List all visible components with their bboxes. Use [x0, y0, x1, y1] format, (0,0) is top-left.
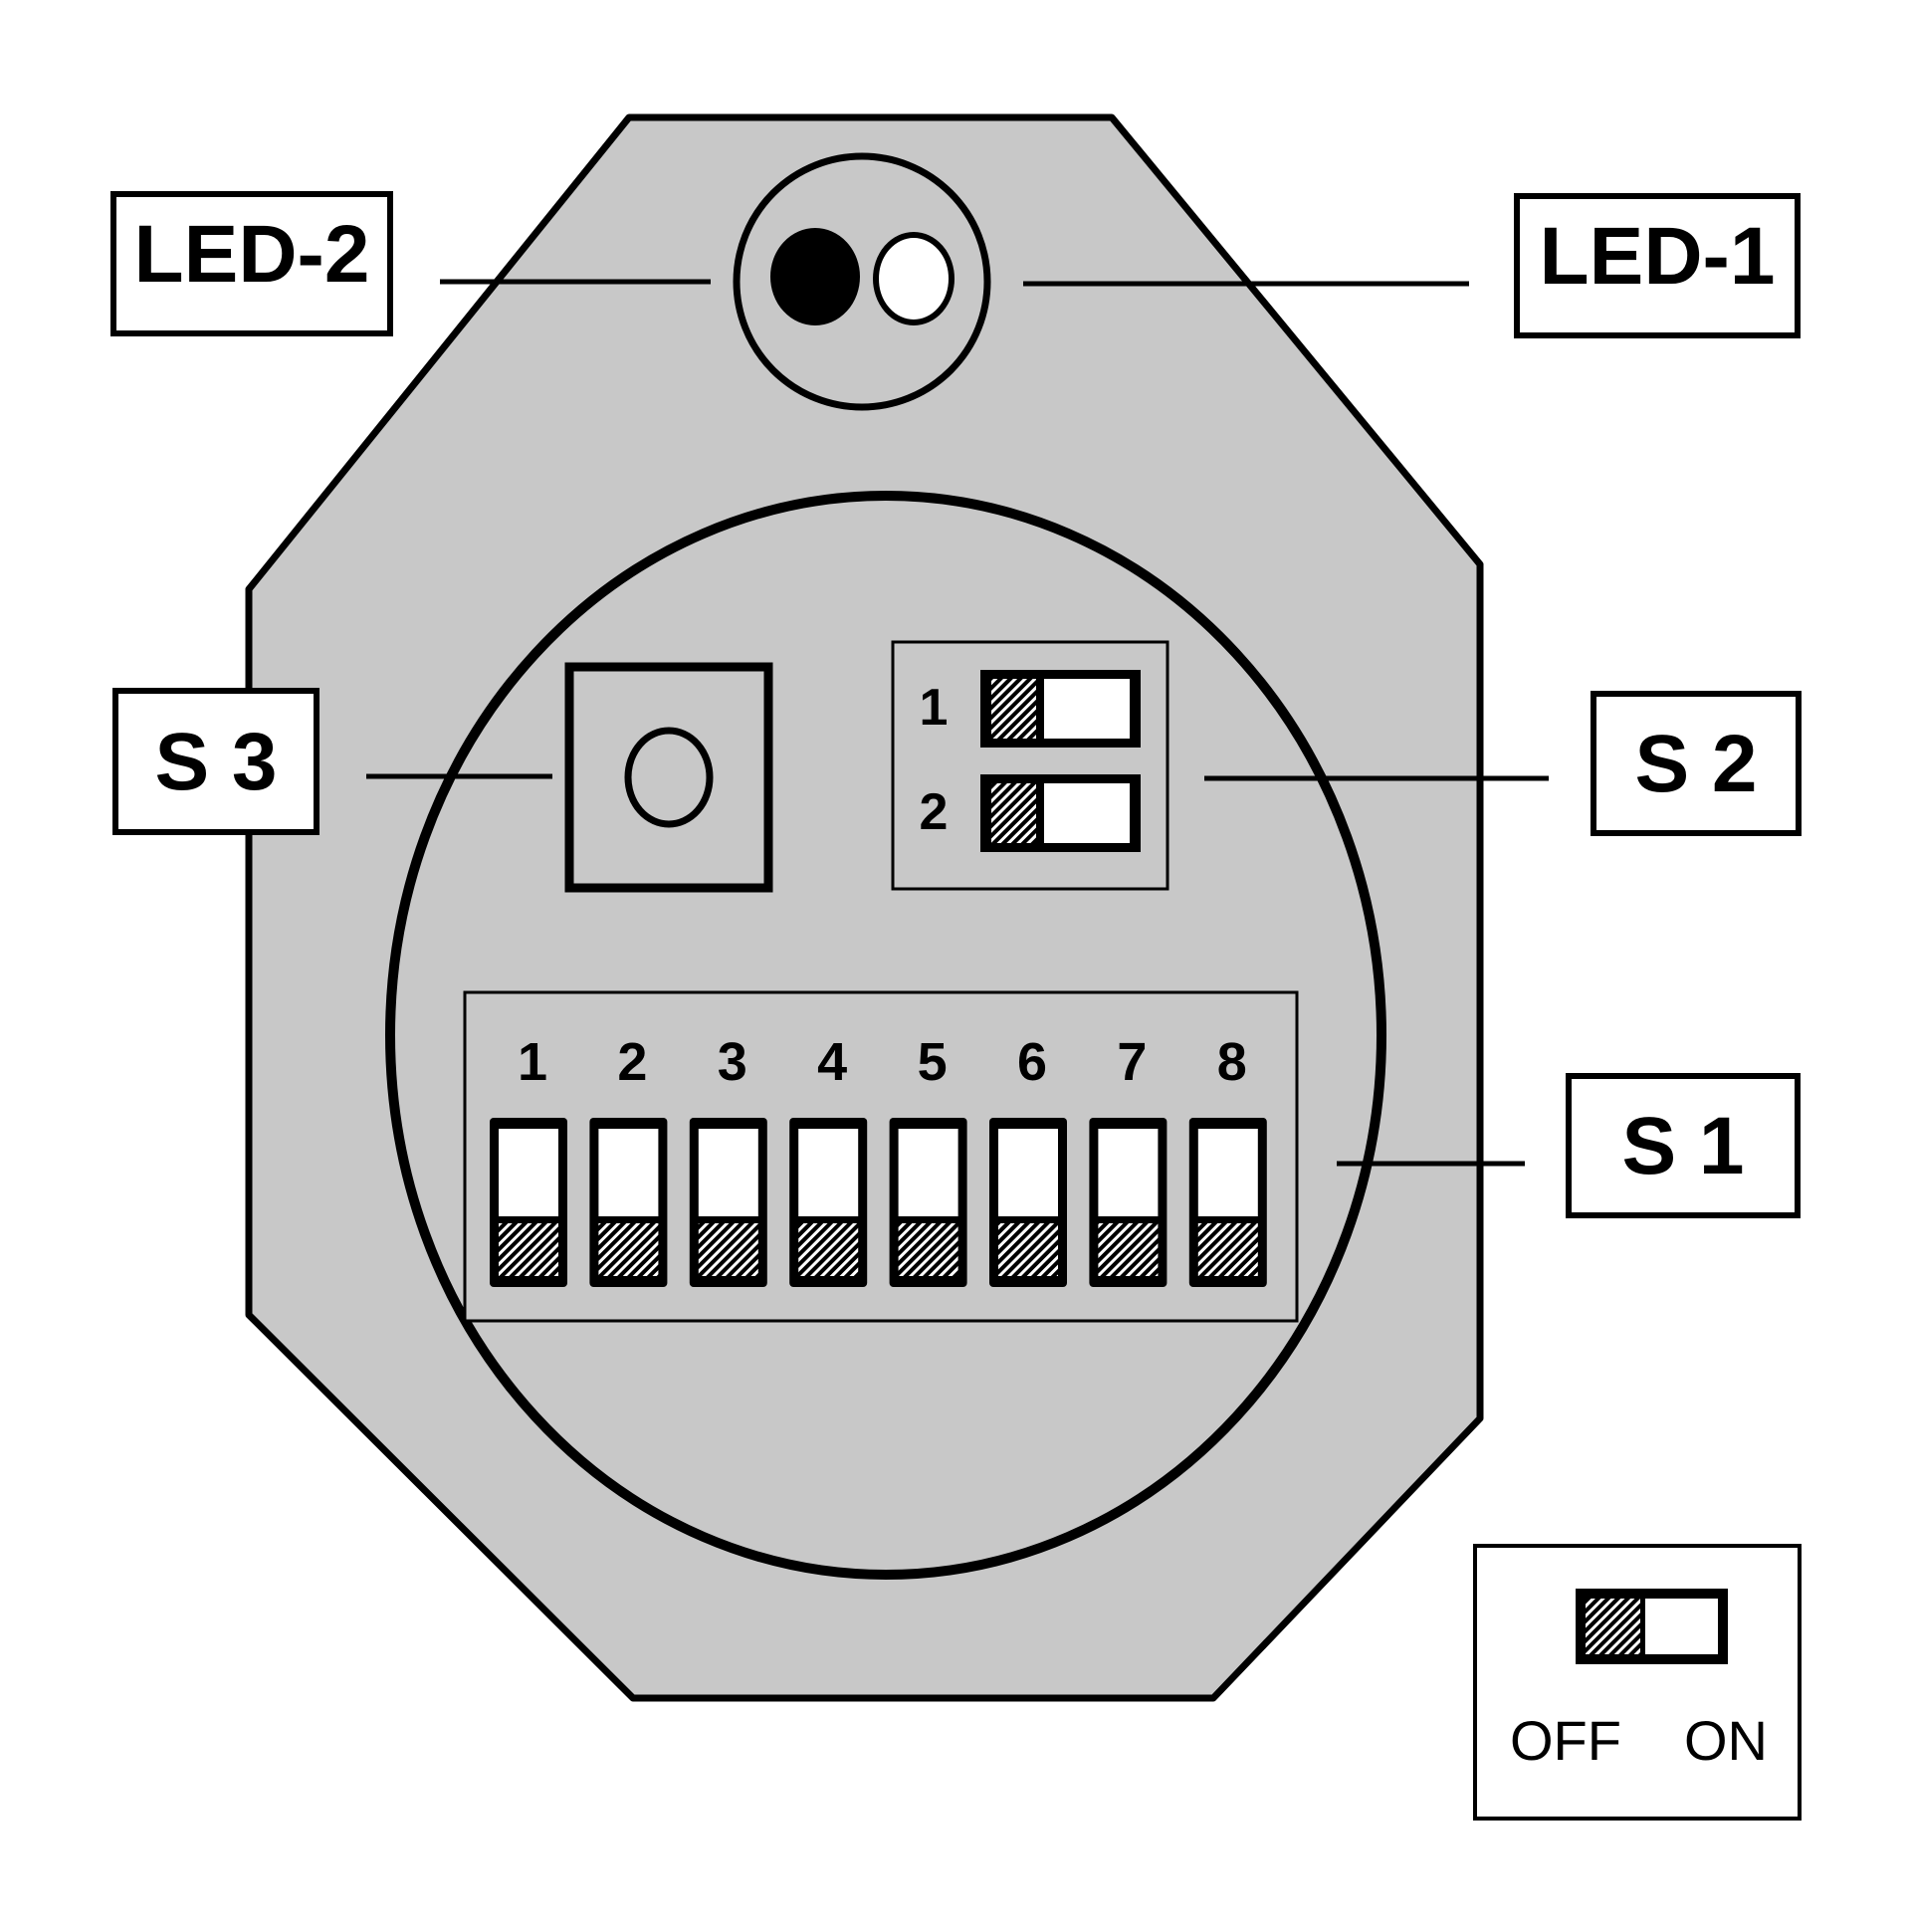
legend-off-label: OFF — [1510, 1709, 1621, 1772]
callout-s2-text: S 2 — [1634, 719, 1757, 809]
s1-switch-1: 1 — [490, 1032, 567, 1287]
s2-switch-1-number: 1 — [920, 679, 949, 737]
s1-switch-5: 5 — [889, 1032, 967, 1287]
s1-switch-7-track — [1098, 1129, 1159, 1216]
s1-switch-3-track — [698, 1129, 758, 1216]
callout-led-2-text: LED-2 — [134, 209, 370, 300]
s1-switch-7-slider — [1098, 1223, 1159, 1276]
s3-pushbutton-icon — [624, 727, 714, 828]
s2-switch-1: 1 — [920, 670, 1141, 748]
legend-switch-off-side — [1586, 1599, 1640, 1654]
s1-switch-2-number: 2 — [617, 1032, 647, 1092]
s1-switch-2-track — [598, 1129, 659, 1216]
callout-s3: S 3 — [112, 688, 319, 835]
s1-switch-1-slider — [499, 1223, 558, 1276]
s1-switch-1-number: 1 — [518, 1032, 547, 1092]
s1-switch-5-number: 5 — [918, 1032, 948, 1092]
callout-s3-text: S 3 — [154, 717, 277, 807]
legend-frame — [1473, 1544, 1802, 1821]
s2-switch-2-track — [1044, 783, 1130, 843]
s1-switch-4-number: 4 — [817, 1032, 847, 1092]
switch-legend: OFF ON — [1473, 1544, 1802, 1821]
legend-switch-on-side — [1645, 1599, 1718, 1654]
s1-dip-switches: 1 2 3 4 5 6 7 8 — [490, 1032, 1267, 1287]
s1-switch-8-track — [1197, 1129, 1258, 1216]
s1-switch-7-number: 7 — [1117, 1032, 1147, 1092]
s1-switch-5-track — [898, 1129, 958, 1216]
led-2-indicator — [770, 228, 860, 325]
s1-switch-3: 3 — [689, 1032, 767, 1287]
callout-s2: S 2 — [1591, 691, 1802, 836]
led-window — [733, 152, 991, 411]
callout-led-1-text: LED-1 — [1540, 211, 1776, 302]
s1-switch-8-number: 8 — [1217, 1032, 1247, 1092]
s1-switch-6: 6 — [989, 1032, 1067, 1287]
legend-on-label: ON — [1684, 1709, 1768, 1772]
led-1-indicator — [873, 232, 955, 325]
s2-switch-2-slider — [991, 783, 1036, 843]
s1-switch-6-track — [998, 1129, 1058, 1216]
s1-switch-4-slider — [798, 1223, 859, 1276]
s1-switch-3-slider — [698, 1223, 758, 1276]
s1-switch-2: 2 — [589, 1032, 668, 1287]
s1-switch-6-slider — [998, 1223, 1058, 1276]
s2-switch-1-slider — [991, 679, 1036, 739]
s2-switch-2-number: 2 — [920, 783, 949, 841]
callout-s1-text: S 1 — [1621, 1101, 1744, 1191]
s1-switch-2-slider — [598, 1223, 659, 1276]
s1-switch-6-number: 6 — [1017, 1032, 1047, 1092]
s1-switch-7: 7 — [1089, 1032, 1168, 1287]
callout-s1: S 1 — [1566, 1073, 1801, 1218]
s1-switch-8: 8 — [1188, 1032, 1267, 1287]
s1-switch-8-slider — [1197, 1223, 1258, 1276]
s1-switch-4-track — [798, 1129, 859, 1216]
s1-switch-4: 4 — [789, 1032, 868, 1287]
s2-dip-switches: 12 — [920, 670, 1141, 852]
s1-switch-3-number: 3 — [718, 1032, 747, 1092]
s2-switch-1-track — [1044, 679, 1130, 739]
s2-switch-2: 2 — [920, 774, 1141, 852]
s1-switch-1-track — [499, 1129, 558, 1216]
callout-led-2: LED-2 — [110, 191, 393, 336]
callout-led-1: LED-1 — [1514, 193, 1801, 338]
s1-switch-5-slider — [898, 1223, 958, 1276]
